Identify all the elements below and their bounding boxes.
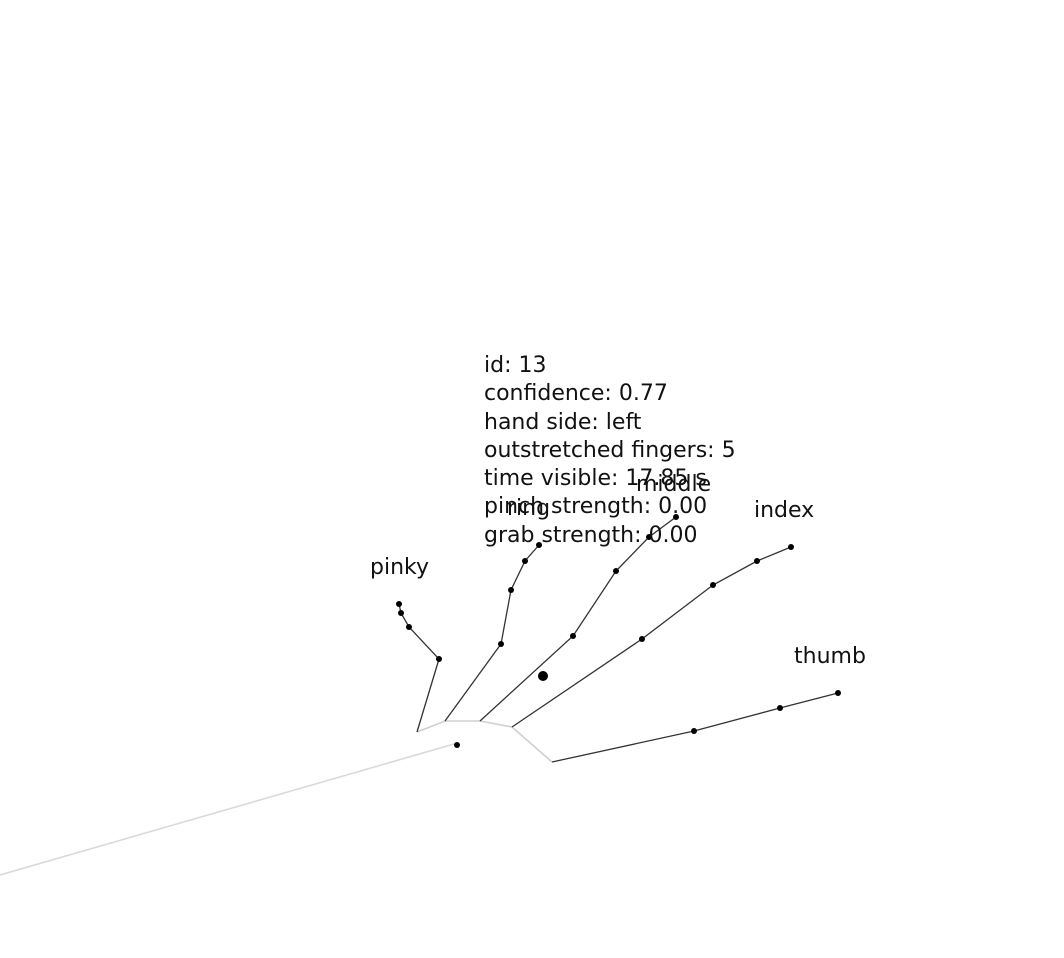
ring-joint [536,542,542,548]
middle-joint [673,514,679,520]
finger-label-thumb: thumb [794,644,866,669]
pinky-joint [436,656,442,662]
index-joint [754,558,760,564]
pinky-joint [398,610,404,616]
middle-joint [570,633,576,639]
index-joint [710,582,716,588]
grab-strength-text: grab strength: 0.00 [484,522,698,548]
index-joint [639,636,645,642]
palm-outline [416,720,553,763]
pinch-strength-text: pinch strength: 0.00 [484,494,708,520]
finger-label-index: index [754,498,815,523]
ring-joint [508,587,514,593]
hand-info-panel: id: 13 confidence: 0.77 hand side: left … [484,352,736,550]
arm-line [0,743,455,876]
thumb-joint [777,705,783,711]
middle-joint [646,534,652,540]
ring-joint [498,641,504,647]
thumb-joints [691,690,841,734]
hand-id-text: id: 13 [484,353,547,378]
ring-joint [522,558,528,564]
ring-bones [444,544,540,722]
pinky-joint [396,601,402,607]
middle-joints [570,514,679,639]
pinky-joints [396,601,442,662]
confidence-text: confidence: 0.77 [484,381,668,407]
middle-joint [613,568,619,574]
pinky-bones [398,603,440,733]
pinky-joint [406,624,412,630]
index-joint [788,544,794,550]
index-bones [511,546,792,728]
finger-label-ring: ring [507,496,551,521]
finger-label-middle: middle [636,472,712,497]
outstretched-fingers-text: outstretched fingers: 5 [484,437,736,463]
ring-joints [498,542,542,647]
time-visible-text: time visible: 17.85 s [484,466,707,492]
index-joints [639,544,794,642]
hand-side-text: hand side: left [484,409,642,435]
palm-center-point [538,671,548,681]
thumb-joint [691,728,697,734]
wrist-point [454,742,460,748]
thumb-bones [551,692,839,763]
thumb-joint [835,690,841,696]
finger-label-pinky: pinky [370,555,429,580]
